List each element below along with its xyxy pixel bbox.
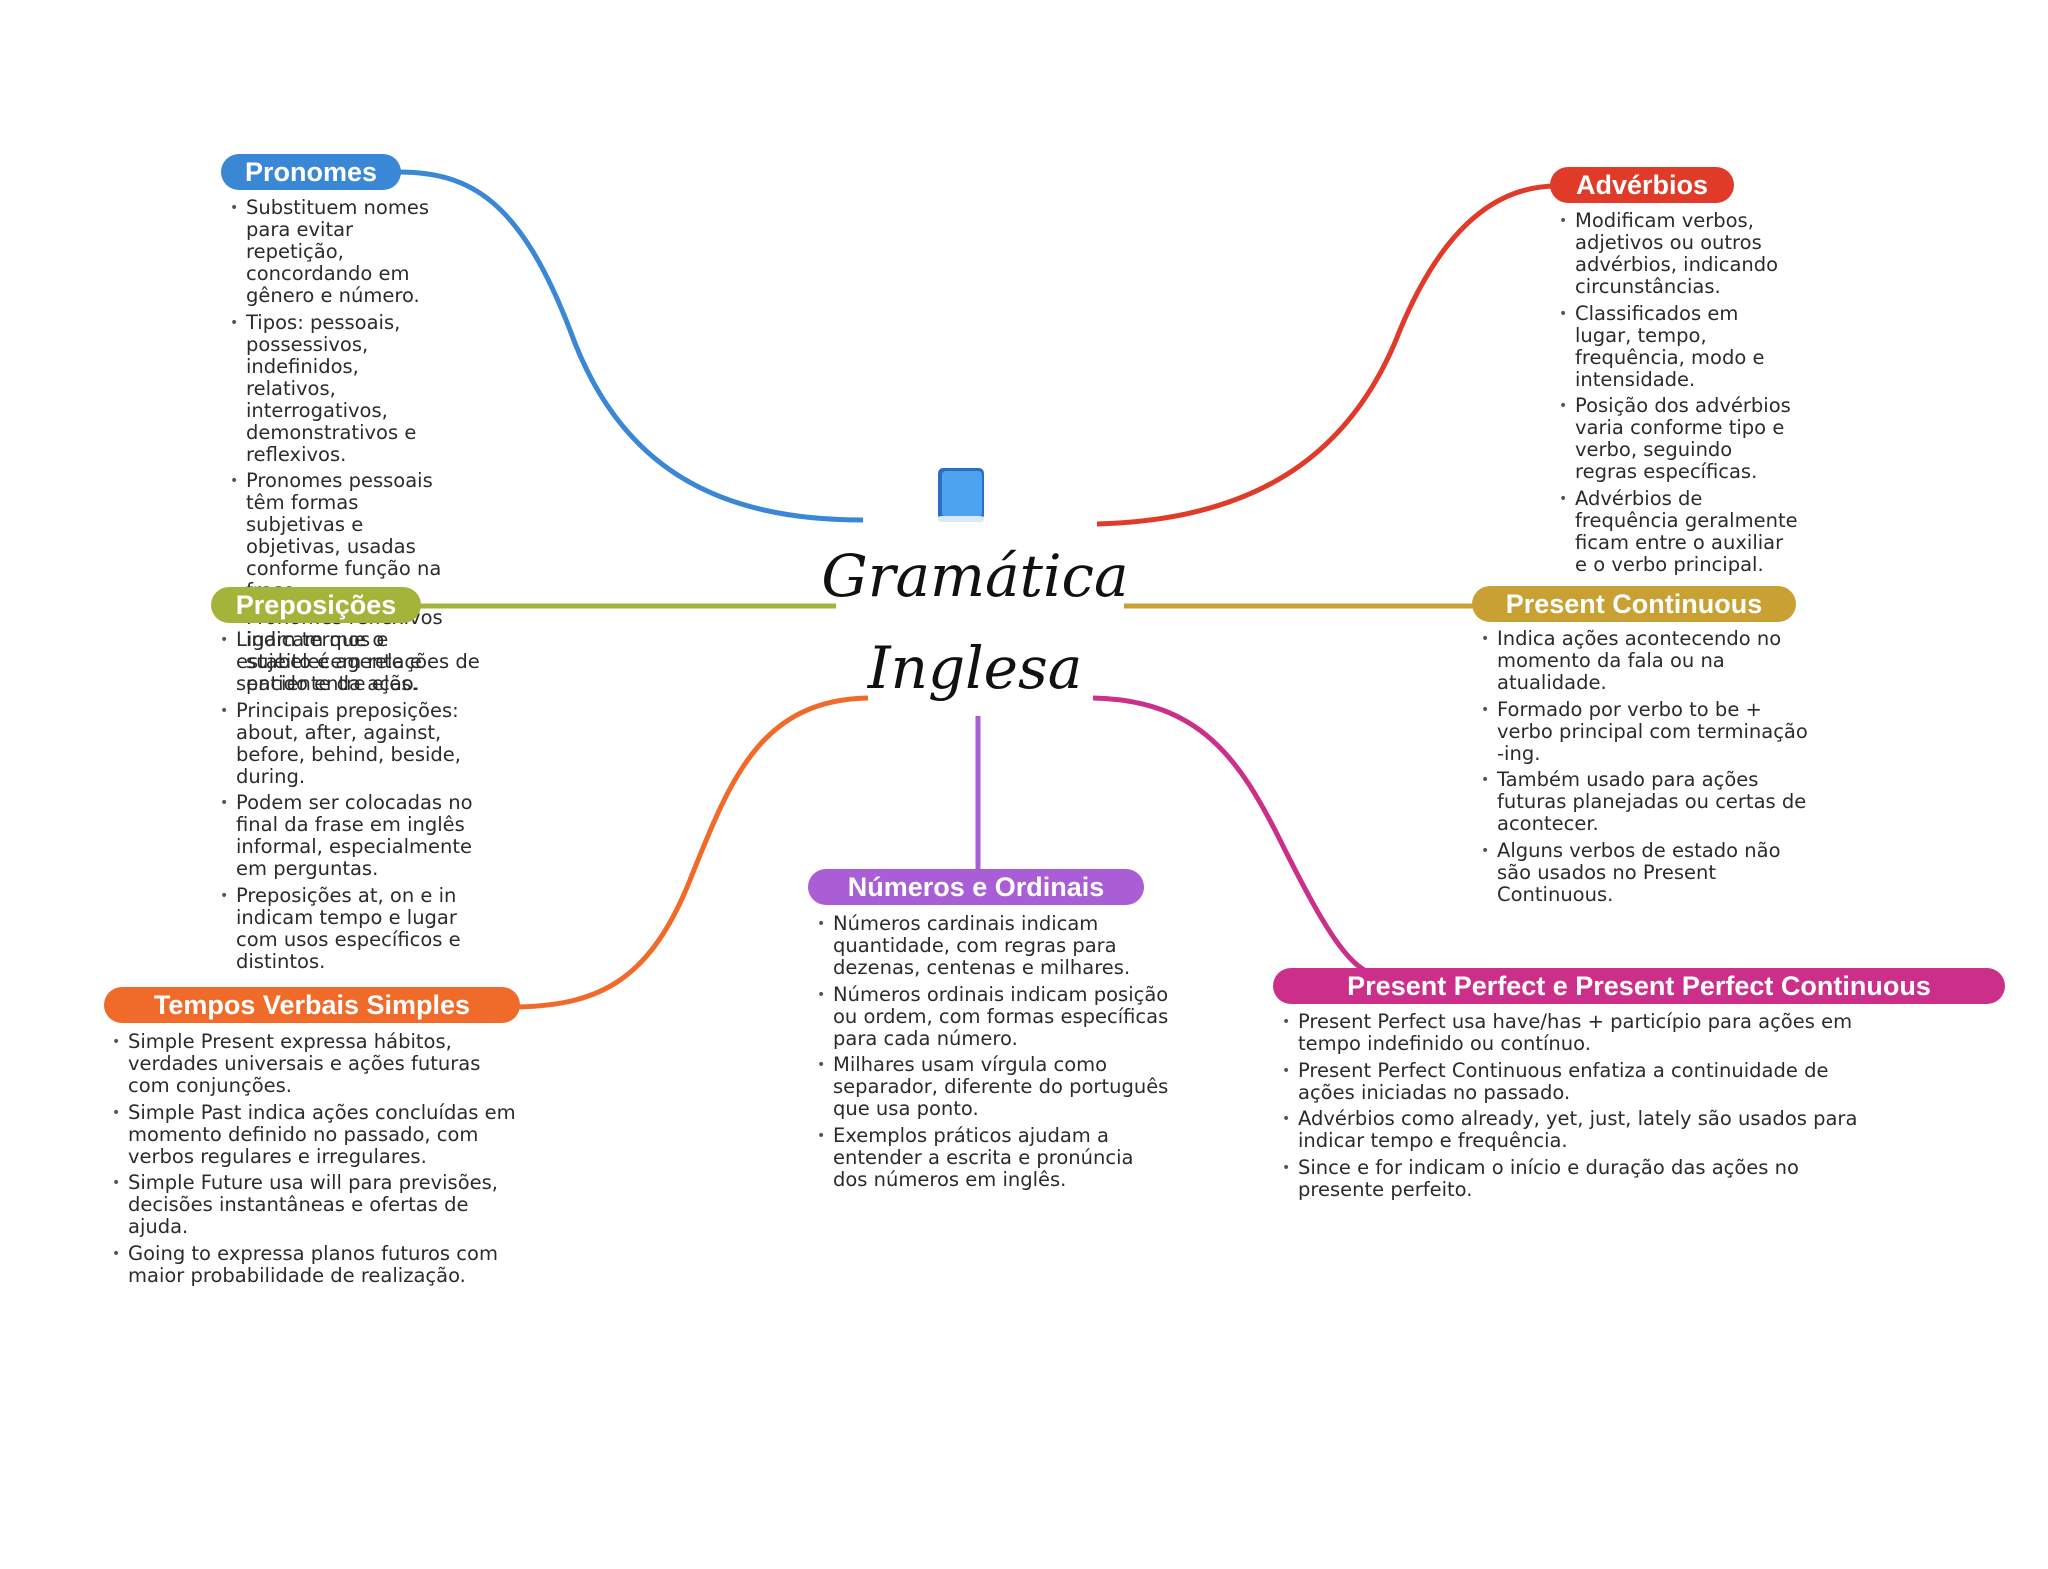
topic-present-perfect[interactable]: Present Perfect e Present Perfect Contin…	[1273, 968, 2005, 1004]
connector-adverbios	[1096, 183, 1558, 527]
note-item: Pronomes pessoais têm formas subjetivas …	[230, 470, 451, 602]
topic-tempos-label: Tempos Verbais Simples	[153, 990, 471, 1020]
note-item: Going to expressa planos futuros com mai…	[112, 1242, 528, 1287]
notes-continuous: Indica ações acontecendo no momento da f…	[1475, 628, 1817, 910]
topic-pronomes-label: Pronomes	[244, 157, 378, 187]
topic-numeros-ordinais[interactable]: Números e Ordinais	[808, 869, 1144, 905]
note-item: Simple Past indica ações concluídas em m…	[112, 1101, 528, 1168]
note-item: Simple Future usa will para previsões, d…	[112, 1172, 528, 1238]
topic-numeros-label: Números e Ordinais	[847, 872, 1105, 902]
notes-preposicoes: Ligam termos e estabelecem relações de s…	[214, 629, 491, 977]
notes-numeros: Números cardinais indicam quantidade, co…	[811, 913, 1173, 1195]
note-item: Tipos: pessoais, possessivos, indefinido…	[230, 311, 451, 466]
topic-preposicoes-label: Preposições	[235, 590, 397, 620]
note-item: Present Perfect Continuous enfatiza a co…	[1282, 1059, 1858, 1104]
note-item: Exemplos práticos ajudam a entender a es…	[817, 1124, 1173, 1191]
note-item: Principais preposições: about, after, ag…	[220, 699, 491, 788]
note-item: Advérbios como already, yet, just, latel…	[1282, 1108, 1858, 1152]
note-item: Classificados em lugar, tempo, frequênci…	[1559, 302, 1800, 391]
blue-book-icon	[938, 468, 984, 522]
note-item: Milhares usam vírgula como separador, di…	[817, 1054, 1173, 1120]
note-item: Preposições at, on e in indicam tempo e …	[220, 884, 491, 973]
topic-present-continuous[interactable]: Present Continuous	[1472, 586, 1796, 622]
connector-perfect	[1092, 695, 1381, 978]
topic-pronomes[interactable]: Pronomes	[221, 154, 401, 190]
note-item: Simple Present expressa hábitos, verdade…	[112, 1031, 528, 1097]
notes-perfect: Present Perfect usa have/has + particípi…	[1276, 1011, 1858, 1205]
connector-tempos	[517, 695, 869, 1010]
central-title-line-1: Gramática	[821, 542, 1129, 610]
note-item: Since e for indicam o início e duração d…	[1282, 1156, 1858, 1201]
note-item: Posição dos advérbios varia conforme tip…	[1559, 395, 1800, 483]
note-item: Ligam termos e estabelecem relações de s…	[220, 629, 491, 695]
note-item: Números ordinais indicam posição ou orde…	[817, 983, 1173, 1050]
note-item: Também usado para ações futuras planejad…	[1481, 769, 1817, 835]
note-item: Present Perfect usa have/has + particípi…	[1282, 1011, 1858, 1055]
notes-pronomes: Substituem nomes para evitar repetição, …	[224, 197, 451, 699]
note-item: Substituem nomes para evitar repetição, …	[230, 197, 451, 307]
note-item: Podem ser colocadas no final da frase em…	[220, 792, 491, 880]
note-item: Alguns verbos de estado não são usados n…	[1481, 839, 1817, 906]
notes-adverbios: Modificam verbos, adjetivos ou outros ad…	[1553, 210, 1800, 580]
topic-adverbios[interactable]: Advérbios	[1550, 167, 1734, 203]
topic-adverbios-label: Advérbios	[1575, 170, 1709, 200]
topic-perfect-label: Present Perfect e Present Perfect Contin…	[1347, 971, 1931, 1001]
topic-tempos-verbais-simples[interactable]: Tempos Verbais Simples	[104, 987, 520, 1023]
central-title-line-2: Inglesa	[867, 634, 1083, 702]
note-item: Modificam verbos, adjetivos ou outros ad…	[1559, 210, 1800, 298]
note-item: Formado por verbo to be + verbo principa…	[1481, 698, 1817, 765]
note-item: Indica ações acontecendo no momento da f…	[1481, 628, 1817, 694]
note-item: Números cardinais indicam quantidade, co…	[817, 913, 1173, 979]
central-topic-title[interactable]: Gramática Inglesa	[820, 530, 1130, 714]
note-item: Advérbios de frequência geralmente ficam…	[1559, 487, 1800, 576]
connector-pronomes	[397, 169, 864, 523]
notes-tempos: Simple Present expressa hábitos, verdade…	[106, 1031, 528, 1291]
topic-preposicoes[interactable]: Preposições	[211, 587, 421, 623]
topic-continuous-label: Present Continuous	[1505, 589, 1763, 619]
